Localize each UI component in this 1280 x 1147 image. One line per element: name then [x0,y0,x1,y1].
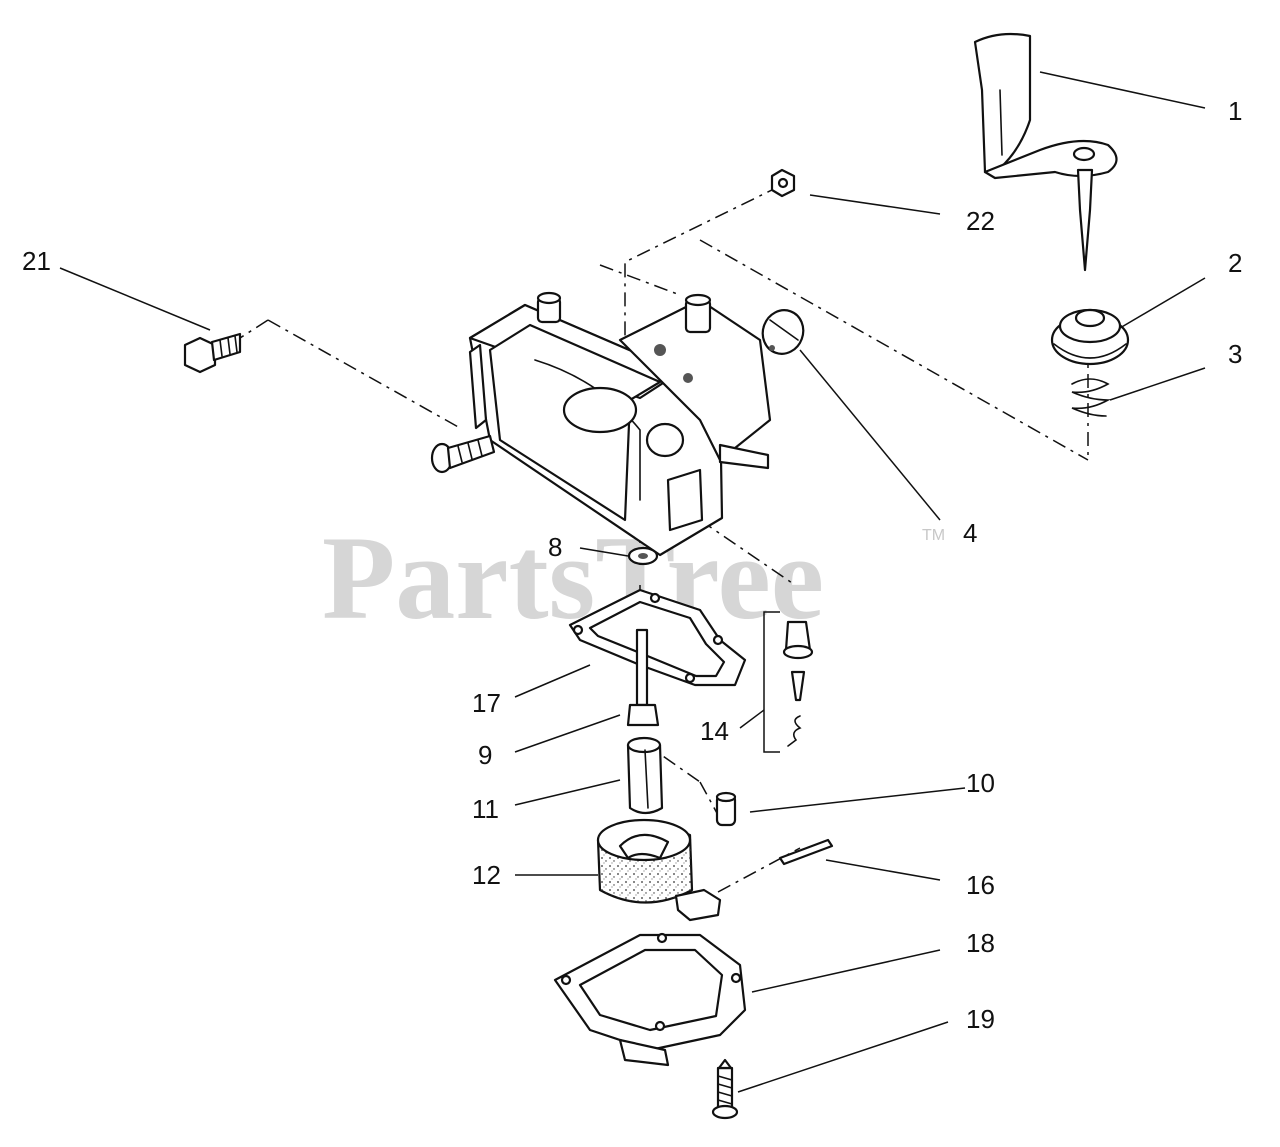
watermark: PartsTree TM [322,511,945,644]
callout-17: 17 [472,688,501,718]
callout-11: 11 [472,794,499,824]
part-nut [770,168,796,198]
part-adjusting-knob [1050,308,1130,366]
callout-18: 18 [966,928,995,958]
part-float [596,818,722,922]
part-throttle-plate [761,309,805,355]
part-nozzle [626,628,660,727]
leader-lines [59,71,1206,1093]
part-inlet-needle-seat-kit [763,611,814,753]
part-throttle-lever [973,32,1118,272]
part-carburetor-body [468,291,772,557]
callout-22: 22 [966,206,995,236]
assembly-lines [239,185,1089,893]
part-throttle-screw [430,434,496,474]
callout-8: 8 [548,532,562,562]
callout-1: 1 [1228,96,1242,126]
part-spring [1071,378,1112,417]
watermark-brand: PartsTree [322,511,824,644]
callout-14: 14 [700,716,729,746]
callout-19: 19 [966,1004,995,1034]
part-bowl-screw [711,1058,739,1120]
callout-10: 10 [966,768,995,798]
part-washer [627,546,659,566]
callout-16: 16 [966,870,995,900]
callout-9: 9 [478,740,492,770]
part-float-bowl [553,932,747,1067]
callout-labels: 1 2 3 4 8 9 10 11 12 14 16 17 18 19 21 2… [22,96,1242,1034]
part-float-hinge-pin [778,838,834,866]
watermark-trademark: TM [922,527,945,544]
callout-12: 12 [472,860,501,890]
part-hinge-pin-clip [715,791,737,827]
part-float-bowl-insert [626,736,664,815]
callout-2: 2 [1228,248,1242,278]
callout-4: 4 [963,518,977,548]
part-mounting-bolt [183,332,242,374]
callout-3: 3 [1228,339,1242,369]
callout-21: 21 [22,246,51,276]
part-gasket [568,588,747,687]
